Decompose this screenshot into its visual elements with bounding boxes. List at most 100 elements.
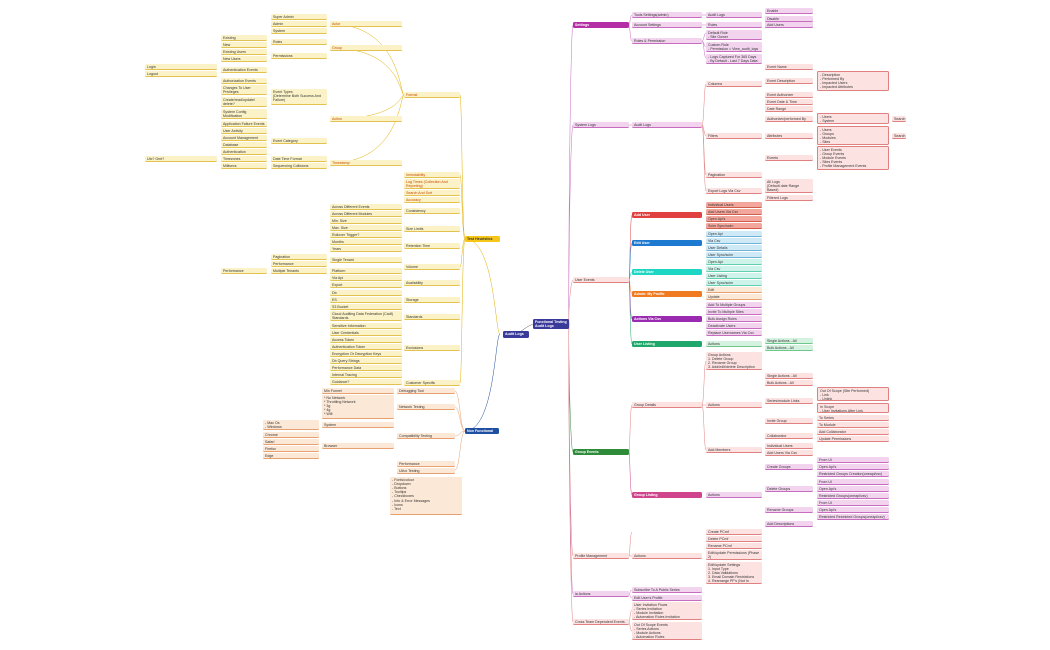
search-node-2[interactable]: Search <box>892 133 906 139</box>
group-actions-node[interactable]: Group Actions 1. Delete Group 2. Rename … <box>706 352 762 370</box>
restricted-delete-node[interactable]: Restricted Groups(oneapi/csv) <box>817 493 889 499</box>
firefox-node[interactable]: Firefox <box>263 446 319 452</box>
events-list-node[interactable]: - User Events - Group Events - Module Ev… <box>817 146 889 170</box>
series-module-links-node[interactable]: Series/module Links <box>765 398 813 404</box>
event-category-node[interactable]: Event Category <box>271 138 327 144</box>
format-node[interactable]: Format <box>404 92 460 98</box>
invite-multiple-sites-node[interactable]: Invite To Multiple Sites <box>706 309 762 315</box>
branch-test-heuristics[interactable]: Test Heuristics <box>465 236 500 242</box>
add-user-node[interactable]: Add User <box>632 212 702 218</box>
single-tenant-node[interactable]: Single Tenant <box>330 257 402 263</box>
timezone-node[interactable]: Timezones <box>221 156 267 162</box>
actions-gl-node[interactable]: Actions <box>706 492 762 498</box>
edit-settings-node[interactable]: Edit/update Settings 1. Input Type 2. Da… <box>706 562 762 584</box>
account-mgmt-node[interactable]: Account Management <box>221 135 267 141</box>
export-logs-node[interactable]: Export Logs Via Csv <box>706 188 762 194</box>
export-node[interactable]: Export <box>330 282 402 288</box>
edit-user-node[interactable]: Edit User <box>632 240 702 246</box>
from-ui-c-node[interactable]: From UI <box>817 457 889 463</box>
action-node[interactable]: Action <box>330 116 402 122</box>
date-range-node[interactable]: Date Range <box>765 106 813 112</box>
create-groups-node[interactable]: Create Groups <box>765 464 813 470</box>
cross-team-node[interactable]: Cross Team Dependent Events <box>573 619 629 625</box>
s3-bucket-node[interactable]: S3 Bucket <box>330 304 402 310</box>
ui-ux-node[interactable]: Ui/ux Testing <box>397 468 455 474</box>
admin-node[interactable]: Admin <box>271 21 327 27</box>
performance-vol-node[interactable]: Performance <box>271 261 327 267</box>
user-credentials-node[interactable]: User Credentials <box>330 330 402 336</box>
authentication-node[interactable]: Authentication <box>221 149 267 155</box>
system-nf-node[interactable]: System <box>322 422 394 428</box>
attributes-node[interactable]: Attributes <box>765 133 813 139</box>
db-query-node[interactable]: Db Query Strings <box>330 358 402 364</box>
group-node[interactable]: Group <box>330 45 402 51</box>
audit-logs-setting-node[interactable]: Audit Logs <box>706 12 762 18</box>
tools-settings-node[interactable]: Tools Settings(admin) <box>632 12 702 18</box>
browser-node[interactable]: Browser <box>322 443 394 449</box>
auth-events-node[interactable]: Authentication Events <box>221 67 267 73</box>
actions-via-csv-node[interactable]: Actions Via Csv <box>632 316 702 322</box>
open-apis-d-node[interactable]: Open Api's <box>817 486 889 492</box>
cloud-auditing-node[interactable]: Cloud Auditing Data Federation (Cadf) St… <box>330 311 402 321</box>
to-series-node[interactable]: To Series <box>817 415 889 421</box>
event-name-node[interactable]: Event Name <box>765 64 813 70</box>
storage-node[interactable]: Storage <box>404 297 460 303</box>
via-csv-node[interactable]: Via Csv <box>706 238 762 244</box>
platform-node[interactable]: Platform <box>330 268 402 274</box>
default-role-node[interactable]: Default Role - Site Owner <box>706 30 762 40</box>
admin-profile-node[interactable]: Admin: My Profile <box>632 291 702 297</box>
user-activity-node[interactable]: User Activity <box>221 128 267 134</box>
chrome-node[interactable]: Chrome <box>263 432 319 438</box>
attributes-list-node[interactable]: - Users - Groups - Modules - Sites <box>817 126 889 145</box>
auth-token-node[interactable]: Authentication Token <box>330 344 402 350</box>
filters-node[interactable]: Filters <box>706 133 762 139</box>
user-listing-del-node[interactable]: User Listing <box>706 273 762 279</box>
users-system-node[interactable]: - Users - System <box>817 113 889 124</box>
rename-groups-node[interactable]: Rename Groups <box>765 507 813 513</box>
existing-users-node[interactable]: Existing Users <box>221 49 267 55</box>
in-scope-node[interactable]: In Scope - User Invitations After Link <box>817 403 889 413</box>
deactivate-users-node[interactable]: Deactivate Users <box>706 323 762 329</box>
add-collab-node[interactable]: Add Collaborator <box>817 429 889 435</box>
ia-actions-node[interactable]: ia Actions <box>573 591 629 597</box>
bulk-assign-node[interactable]: Bulk Assign Roles <box>706 316 762 322</box>
timestamp-node[interactable]: Timestamp <box>330 160 402 166</box>
utc-gmt-node[interactable]: Utc? Gmt? <box>145 156 217 162</box>
from-ui-r-node[interactable]: From UI <box>817 500 889 506</box>
settings-node[interactable]: Settings <box>573 22 629 28</box>
open-api-del-node[interactable]: Open Api <box>706 259 762 265</box>
app-failure-node[interactable]: Application Failure Events <box>221 121 267 127</box>
branch-functional-testing[interactable]: Functional Testing Audit Logs <box>533 319 569 329</box>
size-limits-node[interactable]: Size Limits <box>404 226 460 232</box>
actor-node[interactable]: Actor <box>330 21 402 27</box>
edit-perm-node[interactable]: Edit/update Permissions (Phase 2) <box>706 550 762 560</box>
mac-windows-node[interactable]: - Mac Os - Windows <box>263 420 319 430</box>
add-users-node[interactable]: Add Users <box>765 22 813 28</box>
min-size-node[interactable]: Min. Size <box>330 218 402 224</box>
sequencing-node[interactable]: Sequencing Collisions <box>271 163 327 169</box>
event-date-time-node[interactable]: Event Date & Time <box>765 99 813 105</box>
all-logs-node[interactable]: All Logs (Default date Range Based) <box>765 179 813 193</box>
restricted-create-node[interactable]: Restricted Groups Creation(oneapi/csv) <box>817 471 889 477</box>
roles-node[interactable]: Roles <box>706 22 762 28</box>
branch-non-functional[interactable]: Non Functional <box>465 428 499 434</box>
rollover-node[interactable]: Rollover Trigger? <box>330 232 402 238</box>
enable-node[interactable]: Enable <box>765 8 813 14</box>
edge-node[interactable]: Edge <box>263 453 319 459</box>
new-users-node[interactable]: New Users <box>221 56 267 62</box>
authz-events-node[interactable]: Authorization Events <box>221 78 267 84</box>
open-apis-c-node[interactable]: Open Api's <box>817 464 889 470</box>
individual-users-node[interactable]: Individual Users <box>706 202 762 208</box>
user-sync-del-node[interactable]: User Sync/scim <box>706 280 762 286</box>
search-sort-node[interactable]: Search And Sort <box>404 190 460 196</box>
compat-testing-node[interactable]: Compatibility Testing <box>397 433 455 439</box>
actions-pm-node[interactable]: Actions <box>632 553 702 559</box>
performance-node[interactable]: Performance <box>221 268 267 274</box>
debugging-tool-node[interactable]: Debugging Tool <box>397 388 455 394</box>
perf-data-node[interactable]: Performance Data <box>330 365 402 371</box>
add-members-node[interactable]: Add Members <box>706 447 762 453</box>
system-config-node[interactable]: System Config Modification <box>221 109 267 119</box>
event-authorizer-node[interactable]: Event Authorizer <box>765 92 813 98</box>
roles-actor-node[interactable]: Roles <box>271 39 327 45</box>
restricted-rename-node[interactable]: Restricted Restricted Groups(oneapi/csv) <box>817 514 889 520</box>
